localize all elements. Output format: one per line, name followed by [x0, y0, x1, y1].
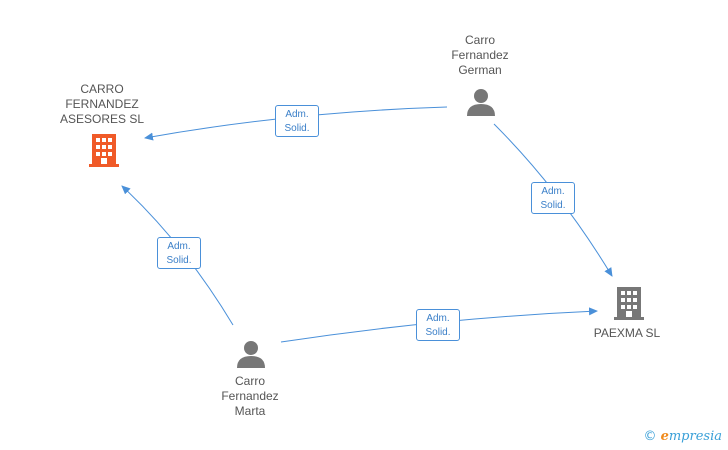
label-line: Marta: [234, 404, 266, 418]
badge-line: Adm.: [167, 241, 191, 252]
brand-initial: e: [660, 429, 669, 444]
label-line: Carro: [234, 374, 265, 388]
building-icon[interactable]: [89, 134, 119, 167]
person-icon[interactable]: [467, 89, 495, 116]
label-line: German: [458, 63, 502, 77]
edge-role-badge[interactable]: Adm. Solid.: [416, 309, 460, 341]
badge-line: Solid.: [284, 123, 310, 134]
badge-line: Adm.: [426, 313, 450, 324]
badge-line: Adm.: [285, 109, 309, 120]
label-line: ASESORES SL: [59, 112, 145, 126]
company-label-paexma[interactable]: PAEXMA SL: [557, 326, 697, 341]
person-label-marta[interactable]: Carro Fernandez Marta: [180, 374, 320, 419]
person-label-german[interactable]: Carro Fernandez German: [410, 33, 550, 78]
copyright-symbol: ©: [643, 429, 657, 444]
label-line: Fernandez: [451, 48, 509, 62]
label-line: Carro: [464, 33, 495, 47]
brand-name: mpresia: [668, 429, 722, 444]
person-icon[interactable]: [237, 341, 265, 368]
label-line: Fernandez: [221, 389, 279, 403]
badge-line: Solid.: [166, 255, 192, 266]
badge-line: Adm.: [541, 186, 565, 197]
badge-line: Solid.: [425, 327, 451, 338]
edge-role-badge[interactable]: Adm. Solid.: [531, 182, 575, 214]
building-icon[interactable]: [614, 287, 644, 320]
label-line: FERNANDEZ: [65, 97, 139, 111]
badge-line: Solid.: [540, 200, 566, 211]
label-line: PAEXMA SL: [593, 326, 661, 340]
edge-role-badge[interactable]: Adm. Solid.: [275, 105, 319, 137]
empresia-watermark: © empresia: [643, 429, 722, 444]
edge-role-badge[interactable]: Adm. Solid.: [157, 237, 201, 269]
label-line: CARRO: [80, 82, 124, 96]
company-label-carro-fernandez-asesores[interactable]: CARRO FERNANDEZ ASESORES SL: [32, 82, 172, 127]
